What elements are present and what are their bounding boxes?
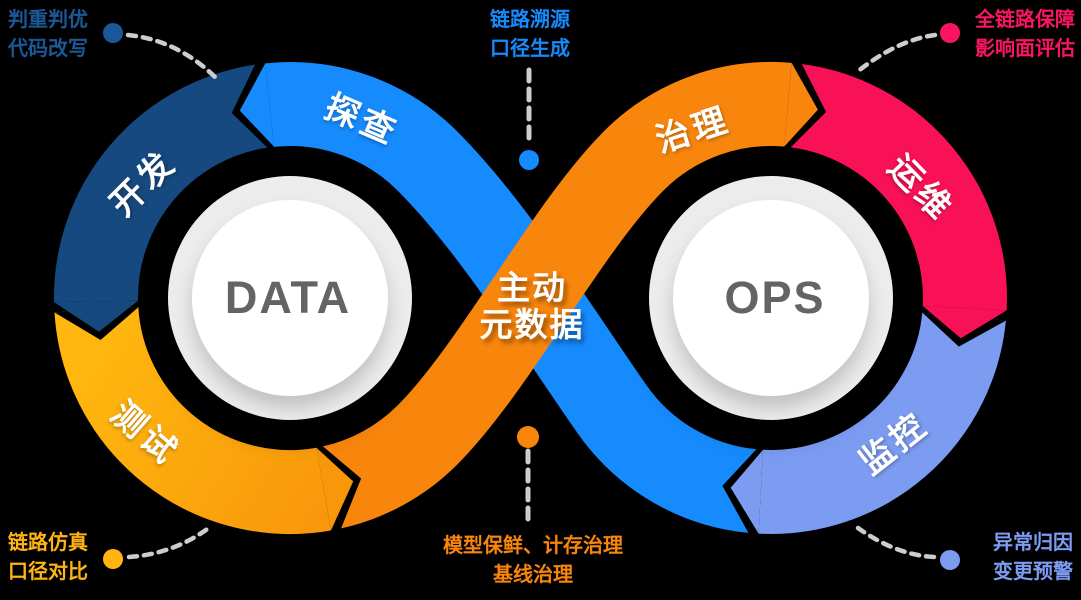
govern-arrow-tip — [784, 62, 818, 147]
connector-dash-bottom-right — [855, 525, 937, 560]
monitor-ribbon — [758, 311, 1006, 534]
govern-ribbon — [321, 62, 792, 529]
annotation-top-center-line1: 链路溯源 — [490, 9, 570, 31]
annotation-bottom-right-line2: 变更预警 — [993, 561, 1073, 583]
connector-dot-top-center — [519, 150, 539, 170]
data-circle-inner — [192, 200, 388, 396]
active-metadata-label: 主动 元数据 — [480, 269, 585, 343]
operate-ribbon — [789, 64, 1007, 311]
annotation-bottom-center: 模型保鲜、计存治理 基线治理 — [443, 532, 623, 590]
annotation-bottom-right-line1: 异常归因 — [993, 532, 1073, 554]
annotation-top-right: 全链路保障 影响面评估 — [975, 6, 1075, 64]
connector-dash-top-left — [125, 32, 218, 80]
annotation-bottom-left-line1: 链路仿真 — [8, 532, 88, 554]
annotation-bottom-left-line2: 口径对比 — [8, 561, 88, 583]
develop-ribbon — [53, 64, 269, 303]
annotation-top-center-line2: 口径生成 — [490, 38, 570, 60]
annotation-top-right-line1: 全链路保障 — [975, 9, 1075, 31]
connector-dash-top-right — [854, 32, 938, 75]
data-loop-label: DATA — [224, 272, 352, 323]
monitor-arrow-tip — [730, 449, 763, 534]
connector-dot-top-left — [103, 23, 123, 43]
annotation-top-left-line2: 代码改写 — [8, 38, 88, 60]
annotation-top-left-line1: 判重判优 — [8, 9, 88, 31]
explore-arrow-tip — [239, 63, 275, 147]
test-arrow-tip — [316, 447, 354, 531]
operate-arrow-tip — [922, 306, 1007, 339]
active-metadata-line2: 元数据 — [479, 306, 585, 343]
connector-dash-bottom-left — [126, 524, 213, 560]
annotation-bottom-right: 异常归因 变更预警 — [993, 529, 1073, 587]
connector-dot-bottom-left — [103, 549, 123, 569]
annotation-top-center: 链路溯源 口径生成 — [490, 6, 570, 64]
annotation-bottom-center-line1: 模型保鲜、计存治理 — [443, 535, 623, 557]
connector-dot-bottom-center — [517, 426, 539, 448]
active-metadata-line1: 主动 — [497, 269, 567, 306]
develop-arrow-tip — [54, 300, 138, 332]
annotation-bottom-left: 链路仿真 口径对比 — [8, 529, 88, 587]
test-ribbon — [54, 306, 331, 535]
annotation-top-right-line2: 影响面评估 — [975, 38, 1075, 60]
ops-circle-inner — [673, 200, 869, 396]
ops-loop-label: OPS — [724, 272, 826, 323]
annotation-top-left: 判重判优 代码改写 — [8, 6, 88, 64]
connector-dot-bottom-right — [940, 550, 960, 570]
connector-dot-top-right — [940, 23, 960, 43]
annotation-bottom-center-line2: 基线治理 — [493, 564, 573, 586]
